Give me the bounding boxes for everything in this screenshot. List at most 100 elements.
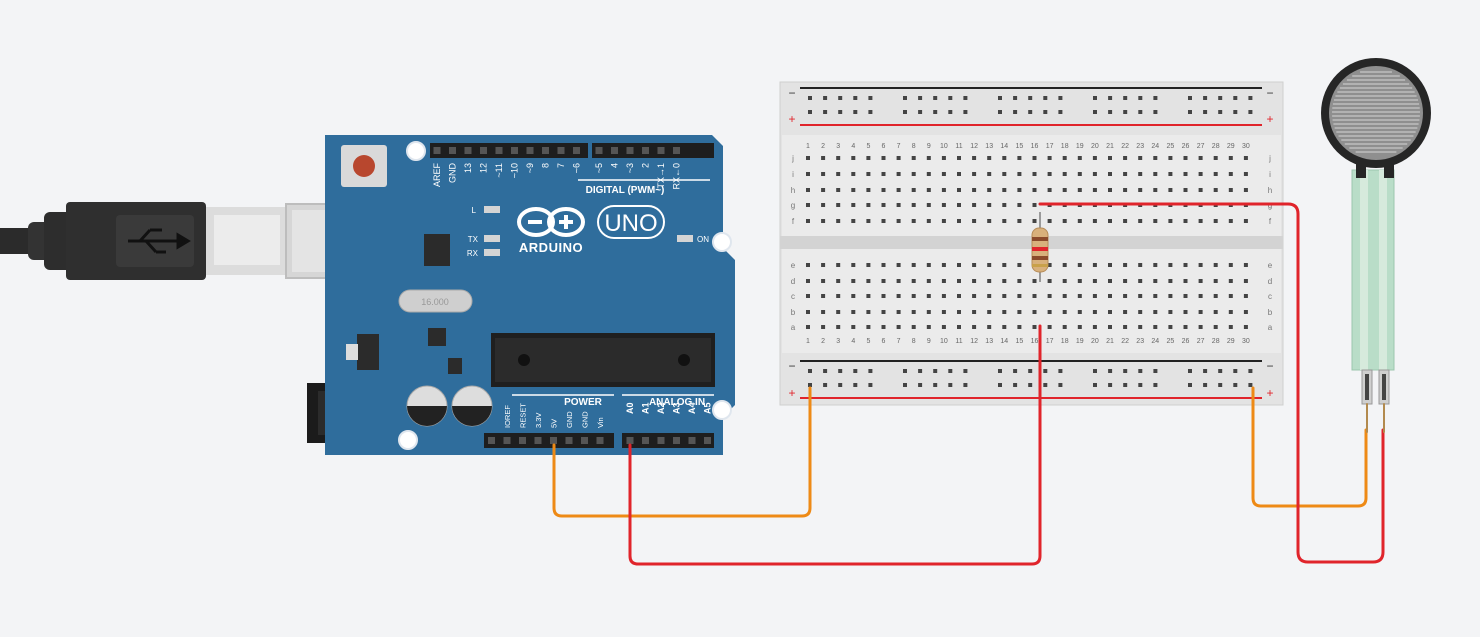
breadboard-hole[interactable] (1138, 156, 1143, 160)
breadboard-hole[interactable] (1243, 188, 1248, 192)
breadboard-hole[interactable] (1062, 310, 1067, 314)
rail-hole[interactable] (1248, 383, 1253, 387)
rail-hole[interactable] (1058, 383, 1063, 387)
breadboard-hole[interactable] (1198, 219, 1203, 223)
breadboard-hole[interactable] (896, 325, 901, 329)
rail-hole[interactable] (823, 110, 828, 114)
rail-hole[interactable] (1218, 369, 1223, 373)
wire-rail-to-fsr[interactable] (1251, 386, 1368, 508)
breadboard-hole[interactable] (836, 263, 841, 267)
breadboard-hole[interactable] (1017, 310, 1022, 314)
breadboard-hole[interactable] (836, 310, 841, 314)
header-pin-hole[interactable] (673, 437, 680, 444)
breadboard-hole[interactable] (957, 188, 961, 192)
breadboard-hole[interactable] (836, 279, 841, 283)
breadboard-hole[interactable] (1077, 156, 1082, 160)
breadboard-hole[interactable] (1153, 188, 1158, 192)
breadboard-hole[interactable] (1062, 294, 1067, 298)
breadboard-hole[interactable] (1092, 219, 1097, 223)
breadboard-hole[interactable] (1062, 263, 1067, 267)
digital-header-right[interactable] (592, 143, 714, 158)
breadboard-hole[interactable] (851, 294, 856, 298)
rail-hole[interactable] (1138, 96, 1143, 100)
breadboard-hole[interactable] (1153, 310, 1158, 314)
breadboard-hole[interactable] (1047, 219, 1052, 223)
breadboard-hole[interactable] (1168, 263, 1173, 267)
breadboard-hole[interactable] (1092, 188, 1097, 192)
breadboard-hole[interactable] (836, 203, 841, 207)
breadboard-hole[interactable] (881, 172, 886, 176)
header-pin-hole[interactable] (704, 437, 711, 444)
breadboard-hole[interactable] (972, 188, 977, 192)
breadboard-hole[interactable] (1123, 279, 1128, 283)
breadboard-hole[interactable] (806, 310, 810, 314)
rail-hole[interactable] (948, 110, 953, 114)
breadboard-hole[interactable] (866, 279, 871, 283)
breadboard-hole[interactable] (1183, 219, 1188, 223)
rail-hole[interactable] (1108, 96, 1113, 100)
breadboard-hole[interactable] (1017, 188, 1022, 192)
header-pin-hole[interactable] (657, 437, 665, 444)
breadboard-hole[interactable] (1108, 219, 1112, 223)
breadboard-hole[interactable] (1077, 325, 1082, 329)
breadboard-hole[interactable] (881, 219, 886, 223)
breadboard-hole[interactable] (911, 263, 916, 267)
header-pin-hole[interactable] (673, 147, 680, 154)
breadboard-hole[interactable] (941, 279, 946, 283)
rail-hole[interactable] (1218, 383, 1223, 387)
breadboard-hole[interactable] (911, 294, 916, 298)
rail-hole[interactable] (1093, 383, 1097, 387)
breadboard-hole[interactable] (1183, 156, 1188, 160)
rail-hole[interactable] (838, 96, 843, 100)
breadboard-hole[interactable] (987, 156, 992, 160)
arduino-uno-board[interactable]: ARDUINO UNO L TX RX ON 16.000 (325, 135, 735, 455)
rail-hole[interactable] (1043, 383, 1048, 387)
breadboard-hole[interactable] (866, 310, 871, 314)
breadboard-hole[interactable] (1168, 325, 1173, 329)
breadboard-hole[interactable] (957, 219, 961, 223)
breadboard-hole[interactable] (1092, 263, 1097, 267)
breadboard-hole[interactable] (821, 279, 826, 283)
breadboard-hole[interactable] (866, 203, 871, 207)
breadboard-hole[interactable] (1213, 263, 1218, 267)
breadboard-hole[interactable] (941, 203, 946, 207)
breadboard-hole[interactable] (881, 203, 886, 207)
breadboard-hole[interactable] (987, 310, 992, 314)
breadboard-hole[interactable] (881, 310, 886, 314)
breadboard-hole[interactable] (911, 172, 916, 176)
breadboard-hole[interactable] (1032, 310, 1037, 314)
breadboard-hole[interactable] (896, 188, 901, 192)
header-pin-hole[interactable] (642, 147, 649, 154)
rail-hole[interactable] (1233, 369, 1238, 373)
breadboard-hole[interactable] (926, 263, 931, 267)
rail-hole[interactable] (998, 369, 1002, 373)
breadboard-hole[interactable] (1123, 294, 1128, 298)
breadboard-hole[interactable] (911, 279, 916, 283)
breadboard-hole[interactable] (1228, 156, 1233, 160)
breadboard-hole[interactable] (866, 156, 871, 160)
breadboard-hole[interactable] (1047, 294, 1052, 298)
breadboard-hole[interactable] (1062, 188, 1067, 192)
breadboard-hole[interactable] (896, 156, 901, 160)
header-pin-hole[interactable] (550, 437, 557, 444)
breadboard-hole[interactable] (1138, 294, 1143, 298)
breadboard-hole[interactable] (1153, 219, 1158, 223)
header-pin-hole[interactable] (657, 147, 665, 154)
breadboard-hole[interactable] (926, 310, 931, 314)
breadboard-hole[interactable] (836, 172, 841, 176)
breadboard-hole[interactable] (806, 325, 810, 329)
breadboard-hole[interactable] (836, 156, 841, 160)
breadboard-hole[interactable] (821, 203, 826, 207)
breadboard-hole[interactable] (896, 203, 901, 207)
breadboard-hole[interactable] (881, 188, 886, 192)
rail-hole[interactable] (998, 110, 1002, 114)
breadboard-hole[interactable] (1092, 325, 1097, 329)
rail-hole[interactable] (1108, 383, 1113, 387)
breadboard-hole[interactable] (821, 219, 826, 223)
breadboard-hole[interactable] (1108, 156, 1112, 160)
rail-hole[interactable] (808, 369, 812, 373)
header-pin-hole[interactable] (480, 147, 487, 154)
rail-hole[interactable] (918, 383, 923, 387)
rail-hole[interactable] (1123, 110, 1128, 114)
